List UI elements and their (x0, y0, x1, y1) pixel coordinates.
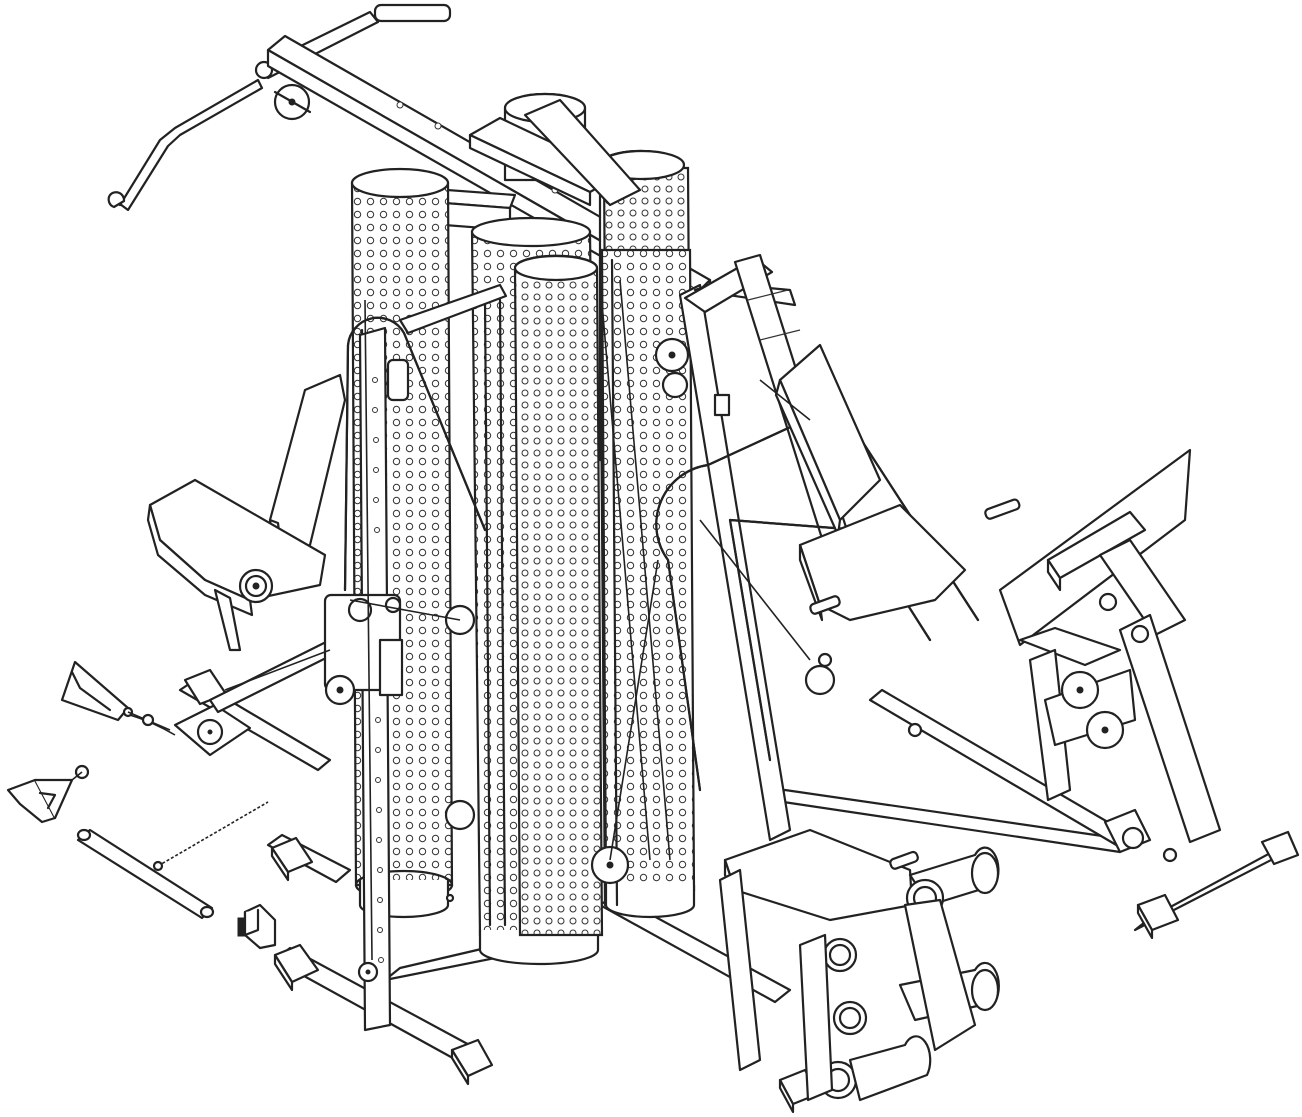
right-frame-uprights (1018, 592, 1222, 863)
adjustment-pins (445, 498, 1021, 903)
right-back-pad (774, 343, 882, 537)
left-low-pulley (119, 638, 340, 757)
stirrup-handle-1 (60, 660, 171, 731)
leg-developer-seat (718, 828, 914, 1072)
leg-press-footplate (998, 448, 1192, 647)
left-leg-roller (238, 568, 274, 604)
left-weight-carriage (323, 593, 404, 706)
cables (224, 279, 811, 961)
straight-bar-handle (76, 801, 269, 920)
leg-developer-rollers (798, 846, 1000, 1102)
ankle-strap (237, 903, 277, 950)
left-seat-pad (146, 478, 327, 652)
stirrup-handle-2 (6, 764, 90, 824)
chest-press-arm (343, 283, 508, 592)
right-weight-stack-shroud (600, 248, 696, 919)
center-cam-pulleys (444, 337, 836, 885)
center-weight-stack-shroud (470, 216, 604, 966)
